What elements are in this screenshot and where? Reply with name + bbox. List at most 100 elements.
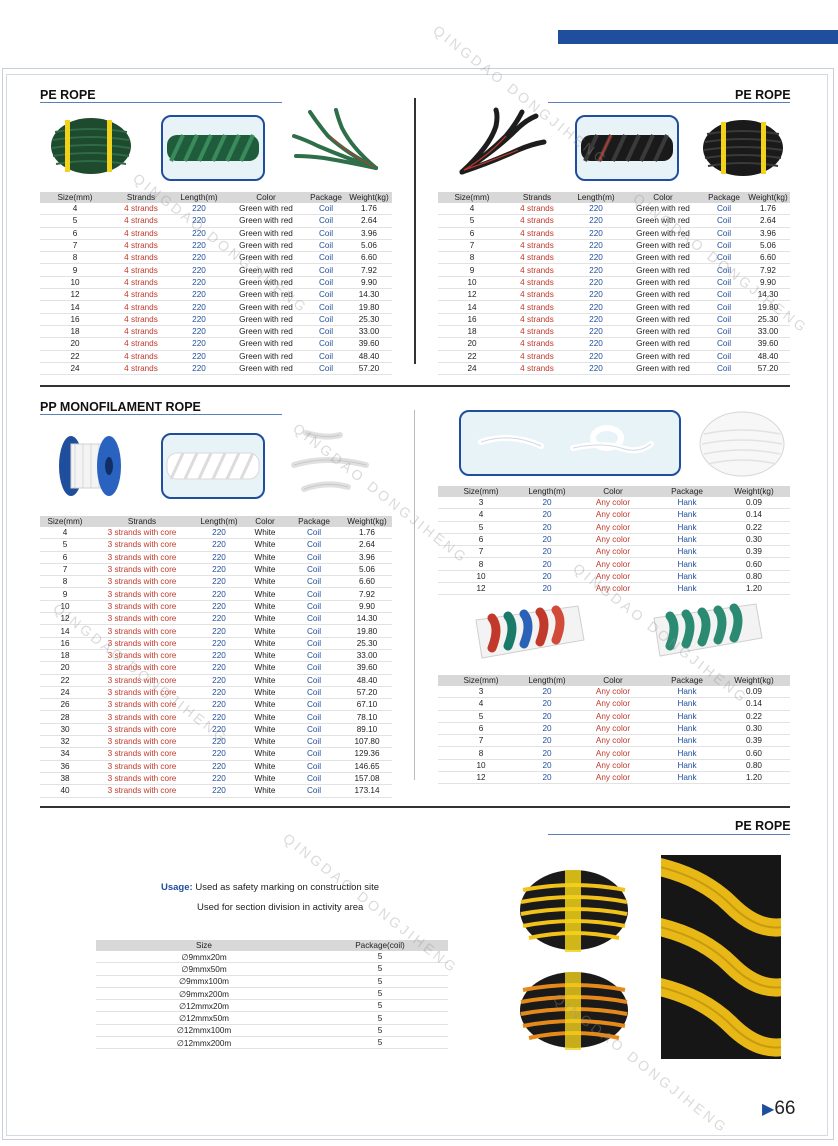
table-cell: 4 strands: [110, 203, 172, 216]
table-cell: 220: [568, 288, 624, 302]
header-color: Color: [570, 675, 656, 686]
table-cell: 20: [524, 533, 570, 547]
table-cell: 0.30: [718, 722, 790, 736]
table-cell: 0.30: [718, 533, 790, 547]
table-cell: Coil: [286, 686, 342, 700]
table-cell: Coil: [286, 649, 342, 663]
table-cell: 0.14: [718, 508, 790, 522]
table-cell: 3 strands with core: [90, 710, 194, 724]
table-cell: 33.00: [346, 325, 392, 339]
green-rope-coil-photo: [45, 112, 137, 178]
table-cell: Green with red: [226, 203, 306, 216]
table-cell: Any color: [570, 771, 656, 785]
table-cell: 14.30: [342, 612, 392, 626]
table-cell: Hank: [656, 533, 718, 547]
table-cell: 4 strands: [506, 288, 568, 302]
table-cell: ∅9mmx20m: [96, 951, 312, 964]
table-cell: 4 strands: [506, 362, 568, 376]
table-cell: 4 strands: [506, 227, 568, 240]
title-underline: [40, 102, 282, 103]
table-cell: 129.36: [342, 747, 392, 761]
table-cell: 22: [40, 674, 90, 687]
table-cell: 220: [172, 227, 226, 240]
table-cell: White: [244, 723, 286, 737]
table-cell: 5: [312, 951, 448, 964]
table-cell: 33.00: [746, 325, 790, 339]
table-cell: Any color: [570, 746, 656, 760]
table-cell: 157.08: [342, 772, 392, 786]
table-cell: White: [244, 587, 286, 601]
table-cell: 4 strands: [506, 214, 568, 228]
table-header-row: Size(mm) Length(m) Color Package Weight(…: [438, 486, 790, 497]
table-header-row: Size(mm) Length(m) Color Package Weight(…: [438, 675, 790, 686]
table-cell: 220: [568, 214, 624, 228]
table-cell: White: [244, 637, 286, 650]
table-cell: 4 strands: [110, 350, 172, 363]
table-cell: 9: [40, 263, 110, 277]
table-cell: 7.92: [346, 263, 392, 277]
table-cell: Green with red: [226, 276, 306, 290]
usage-label: Usage:: [161, 882, 193, 893]
table-cell: 4 strands: [110, 263, 172, 277]
table-cell: 20: [524, 686, 570, 699]
table-cell: 24: [438, 362, 506, 376]
table-cell: 33.00: [342, 649, 392, 663]
table-cell: 6: [438, 533, 524, 547]
table-cell: 3: [438, 686, 524, 699]
usage-text-1: Used as safety marking on construction s…: [195, 882, 380, 893]
table-cell: 3 strands with core: [90, 649, 194, 663]
header-package: Package: [656, 675, 718, 686]
table-cell: Green with red: [624, 276, 702, 290]
table-cell: 20: [524, 570, 570, 584]
table-cell: 20: [40, 337, 110, 351]
table-cell: 107.80: [342, 735, 392, 749]
table-cell: 5: [312, 999, 448, 1013]
table-cell: 20: [524, 697, 570, 711]
table-cell: 67.10: [342, 698, 392, 712]
table-cell: 9.90: [746, 276, 790, 290]
table-cell: 9: [438, 263, 506, 277]
table-cell: 220: [194, 575, 244, 589]
table-cell: 16: [40, 313, 110, 326]
table-cell: 6: [40, 227, 110, 240]
table-cell: Green with red: [624, 203, 702, 216]
table-header-row: Size(mm) Strands Length(m) Color Package…: [438, 192, 790, 203]
table-cell: 220: [194, 527, 244, 540]
header-weight: Weight(kg): [746, 192, 790, 203]
table-cell: ∅12mmx100m: [96, 1024, 312, 1038]
table-cell: 28: [40, 710, 90, 724]
table-cell: 220: [568, 325, 624, 339]
table-cell: 220: [172, 251, 226, 265]
table-cell: Coil: [702, 239, 746, 253]
table-cell: Green with red: [226, 313, 306, 326]
header-weight: Weight(kg): [342, 516, 392, 527]
table-cell: 19.80: [342, 624, 392, 638]
table-cell: Coil: [702, 313, 746, 326]
table-cell: Green with red: [226, 337, 306, 351]
table-cell: 48.40: [346, 350, 392, 363]
table-cell: White: [244, 575, 286, 589]
table-cell: 2.64: [342, 538, 392, 552]
